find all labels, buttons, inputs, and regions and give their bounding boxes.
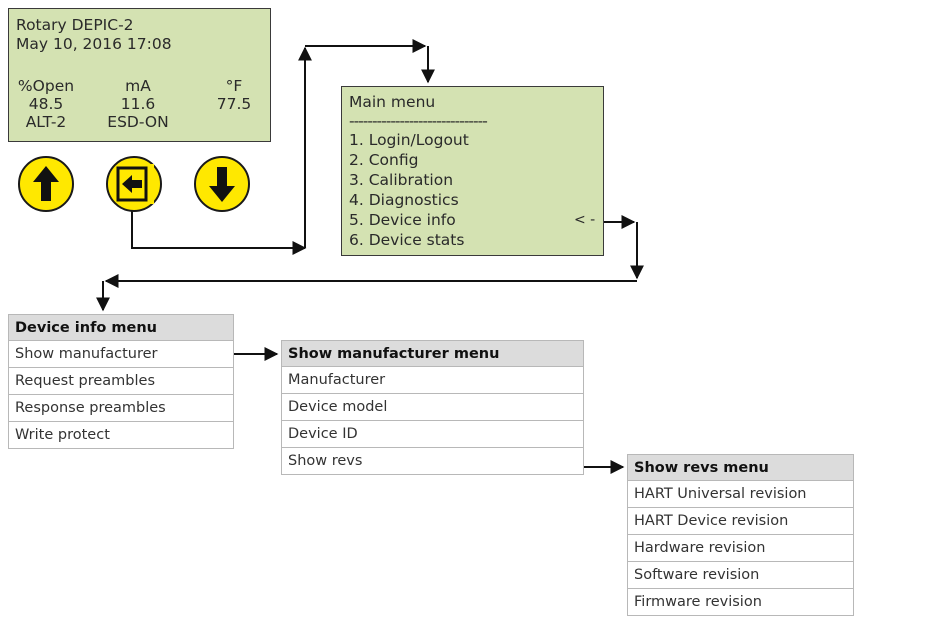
display-label-temp: °F	[225, 77, 243, 95]
revs-menu: Show revs menu HART Universal revision H…	[627, 454, 854, 624]
main-menu-item[interactable]: 6. Device stats	[349, 231, 465, 249]
menu-row[interactable]: Show manufacturer	[8, 341, 234, 368]
down-button[interactable]	[194, 156, 250, 212]
menu-row[interactable]: Request preambles	[8, 368, 234, 395]
up-arrow-icon	[33, 166, 59, 201]
display-status-esd: ESD-ON	[107, 113, 169, 131]
main-menu-item[interactable]: 1. Login/Logout	[349, 131, 469, 149]
menu-row[interactable]: HART Universal revision	[627, 481, 854, 508]
display-status-alt: ALT-2	[25, 113, 67, 131]
menu-row[interactable]: Manufacturer	[281, 367, 584, 394]
display-label-open: %Open	[17, 77, 75, 95]
display-datetime: May 10, 2016 17:08	[16, 35, 172, 53]
lcd-display: Rotary DEPIC-2 May 10, 2016 17:08 %Open …	[8, 8, 271, 142]
display-label-ma: mA	[125, 77, 151, 95]
menu-row[interactable]: Software revision	[627, 562, 854, 589]
display-value-open: 48.5	[28, 95, 64, 113]
display-title: Rotary DEPIC-2	[16, 16, 134, 34]
menu-row[interactable]: Hardware revision	[627, 535, 854, 562]
main-menu-item[interactable]: 4. Diagnostics	[349, 191, 459, 209]
menu-row[interactable]: Show revs	[281, 448, 584, 475]
wire-enter-to-main	[131, 200, 307, 255]
enter-button[interactable]	[106, 156, 162, 212]
menu-row[interactable]: Device model	[281, 394, 584, 421]
up-button[interactable]	[18, 156, 74, 212]
main-menu-item[interactable]: 3. Calibration	[349, 171, 454, 189]
main-menu-separator: ------------------------------	[349, 112, 488, 130]
enter-icon	[116, 164, 154, 204]
device-info-menu: Device info menu Show manufacturer Reque…	[8, 314, 234, 454]
down-arrow-icon	[209, 167, 235, 202]
manufacturer-menu: Show manufacturer menu Manufacturer Devi…	[281, 340, 584, 480]
main-menu-item[interactable]: 5. Device info	[349, 211, 456, 229]
menu-row[interactable]: Response preambles	[8, 395, 234, 422]
device-info-menu-title: Device info menu	[8, 314, 234, 341]
main-menu-pointer: < -	[574, 212, 596, 228]
main-menu-screen: Main menu ------------------------------…	[341, 86, 604, 256]
menu-row[interactable]: Write protect	[8, 422, 234, 449]
main-menu-item[interactable]: 2. Config	[349, 151, 419, 169]
menu-row[interactable]: Firmware revision	[627, 589, 854, 616]
display-value-temp: 77.5	[216, 95, 252, 113]
revs-menu-title: Show revs menu	[627, 454, 854, 481]
menu-row[interactable]: HART Device revision	[627, 508, 854, 535]
display-value-ma: 11.6	[120, 95, 156, 113]
main-menu-title: Main menu	[349, 93, 436, 111]
menu-row[interactable]: Device ID	[281, 421, 584, 448]
manufacturer-menu-title: Show manufacturer menu	[281, 340, 584, 367]
